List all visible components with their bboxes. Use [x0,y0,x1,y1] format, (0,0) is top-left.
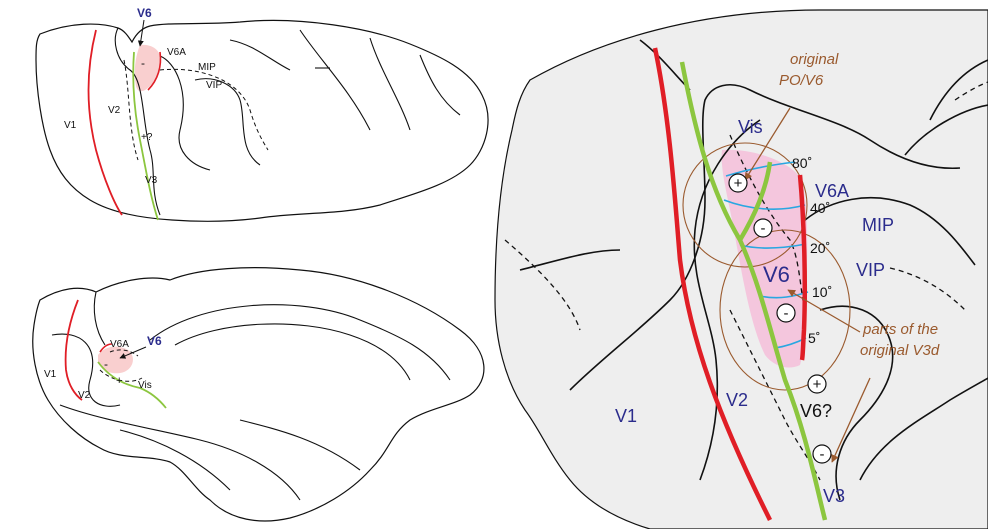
top-label-v2: V2 [108,105,121,116]
top-label-v6a: V6A [167,47,186,58]
ecc-label-5: 5˚ [808,330,820,346]
top-label-mip: MIP [198,62,216,73]
sign-plus-lower: + [813,376,822,393]
flatmap-label-v6: V6 [763,262,790,287]
flatmap-label-v6q: V6? [800,401,832,421]
annotation-original-line1: original [790,51,839,68]
sign-minus-mid: - [784,305,789,322]
flatmap-label-v6a: V6A [815,181,849,201]
bottom-label-v1: V1 [44,369,57,380]
bottom-label-v6a: V6A [110,339,129,350]
sign-minus-lower: - [820,446,825,463]
top-brain-panel: V6 V6A MIP VIP V1 V2 V3 +? - [36,6,488,221]
bottom-label-minus: - [104,357,108,371]
ecc-label-20: 20˚ [810,240,830,256]
annotation-parts-line1: parts of the [862,321,938,338]
bottom-label-v6: V6 [147,334,162,348]
annotation-original-line2: PO/V6 [779,72,824,89]
top-label-v1: V1 [64,120,77,131]
flatmap-label-vip: VIP [856,260,885,280]
flatmap-label-v1: V1 [615,406,637,426]
bottom-label-v2: V2 [78,390,91,401]
flatmap-label-v3: V3 [823,486,845,506]
sign-plus-upper: + [734,175,743,192]
bottom-brain-panel: V6 V6A V1 V2 Vis - + [33,268,484,521]
sign-minus-upper: - [761,220,766,237]
bottom-label-plus: + [116,375,122,387]
ecc-label-10: 10˚ [812,284,832,300]
top-brain-outline [36,20,488,221]
top-label-minus: - [141,56,145,70]
ecc-label-40: 40˚ [810,200,830,216]
ecc-label-80: 80˚ [792,155,812,171]
flatmap-label-v2: V2 [726,390,748,410]
annotation-parts-line2: original V3d [860,342,940,359]
top-label-vip: VIP [206,80,222,91]
top-label-v6: V6 [137,6,152,20]
top-label-v3: V3 [145,175,158,186]
top-label-plus-q: +? [141,132,153,143]
flatmap-label-vis: Vis [738,117,763,137]
bottom-label-vis: Vis [138,380,152,391]
flatmap-panel: + - - + - Vis V6A MIP V6 VIP V1 V2 V3 V6… [495,10,988,529]
flatmap-label-mip: MIP [862,215,894,235]
